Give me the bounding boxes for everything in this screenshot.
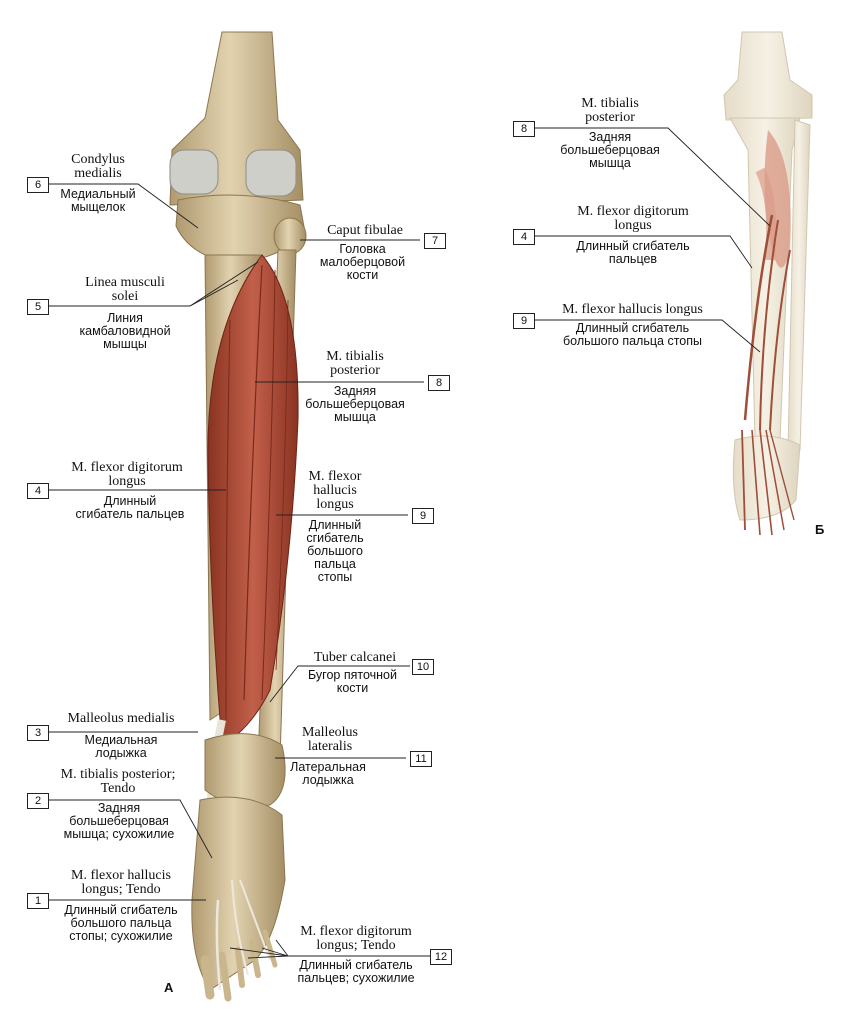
label-flexor-digitorum-tendo-latin: M. flexor digitorum longus; Tendo <box>300 924 412 953</box>
label-condylus-medialis-latin: Condylus medialis <box>71 152 125 181</box>
label-linea-musculi-solei-russian: Линия камбаловидной мышцы <box>79 311 171 351</box>
label-number-5: 5 <box>27 299 49 315</box>
label-flexor-digitorum-tendo-russian: Длинный сгибатель пальцев; сухожилие <box>297 958 415 985</box>
label-flexor-hallucis-latin: M. flexor hallucis longus <box>308 469 362 512</box>
label-flexor-digitorum-latin: M. flexor digitorum longus <box>71 460 183 489</box>
label-flexor-hallucis-tendo-russian: Длинный сгибатель большого пальца стопы;… <box>64 903 178 943</box>
label-malleolus-medialis-latin: Malleolus medialis <box>67 711 175 726</box>
label-flexor-digitorum-russian: Длинный сгибатель пальцев <box>75 494 185 521</box>
figure-b-illustration <box>723 31 813 536</box>
label-number-7: 7 <box>424 233 446 249</box>
label-number-1: 1 <box>27 893 49 909</box>
label-b-flexor-hallucis-latin: M. flexor hallucis longus <box>562 302 703 317</box>
label-tuber-calcanei-latin: Tuber calcanei <box>313 650 397 665</box>
label-caput-fibulae-russian: Головка малоберцовой кости <box>319 242 406 282</box>
label-b-flexor-digitorum-russian: Длинный сгибатель пальцев <box>576 239 690 266</box>
lateral-condyle-cartilage <box>245 149 297 197</box>
label-number-4-a: 4 <box>27 483 49 499</box>
label-number-4-b: 4 <box>513 229 535 245</box>
label-number-10: 10 <box>412 659 434 675</box>
figure-a-illustration <box>169 31 307 1002</box>
label-condylus-medialis-russian: Медиальный мыщелок <box>60 187 136 214</box>
label-number-9-a: 9 <box>412 508 434 524</box>
b-femur <box>723 31 813 121</box>
label-b-tibialis-posterior-russian: Задняя большеберцовая мышца <box>560 130 660 170</box>
label-b-flexor-hallucis-russian: Длинный сгибатель большого пальца стопы <box>563 321 702 348</box>
label-number-2: 2 <box>27 793 49 809</box>
calcaneus <box>204 733 286 807</box>
foot-bones <box>191 796 286 991</box>
panel-label-b: Б <box>815 522 825 537</box>
label-b-flexor-digitorum-latin: M. flexor digitorum longus <box>577 204 689 233</box>
label-flexor-hallucis-russian: Длинный сгибатель большого пальца стопы <box>306 518 364 584</box>
muscle-mass <box>207 254 299 746</box>
label-number-9-b: 9 <box>513 313 535 329</box>
label-number-11: 11 <box>410 751 432 767</box>
medial-condyle-cartilage <box>169 149 219 195</box>
label-number-6: 6 <box>27 177 49 193</box>
label-malleolus-lateralis-russian: Латеральная лодыжка <box>290 760 366 787</box>
label-tibialis-posterior-russian: Задняя большеберцовая мышца <box>305 384 405 424</box>
label-number-3: 3 <box>27 725 49 741</box>
label-number-12: 12 <box>430 949 452 965</box>
panel-label-a: А <box>164 980 174 995</box>
label-flexor-hallucis-tendo-latin: M. flexor hallucis longus; Tendo <box>71 868 171 897</box>
label-tuber-calcanei-russian: Бугор пяточной кости <box>308 668 397 695</box>
label-b-tibialis-posterior-latin: M. tibialis posterior <box>581 96 639 125</box>
label-linea-musculi-solei-latin: Linea musculi solei <box>85 275 165 304</box>
label-tibialis-posterior-latin: M. tibialis posterior <box>326 349 384 378</box>
label-tibialis-posterior-tendo-latin: M. tibialis posterior; Tendo <box>60 767 176 796</box>
label-number-8-a: 8 <box>428 375 450 391</box>
b-foot <box>732 435 801 521</box>
label-malleolus-medialis-russian: Медиальная лодыжка <box>84 733 158 760</box>
label-tibialis-posterior-tendo-russian: Задняя большеберцовая мышца; сухожилие <box>63 801 175 841</box>
label-malleolus-lateralis-latin: Malleolus lateralis <box>302 725 358 754</box>
label-caput-fibulae-latin: Caput fibulae <box>327 223 403 238</box>
label-number-8-b: 8 <box>513 121 535 137</box>
leader-lines <box>40 127 771 959</box>
